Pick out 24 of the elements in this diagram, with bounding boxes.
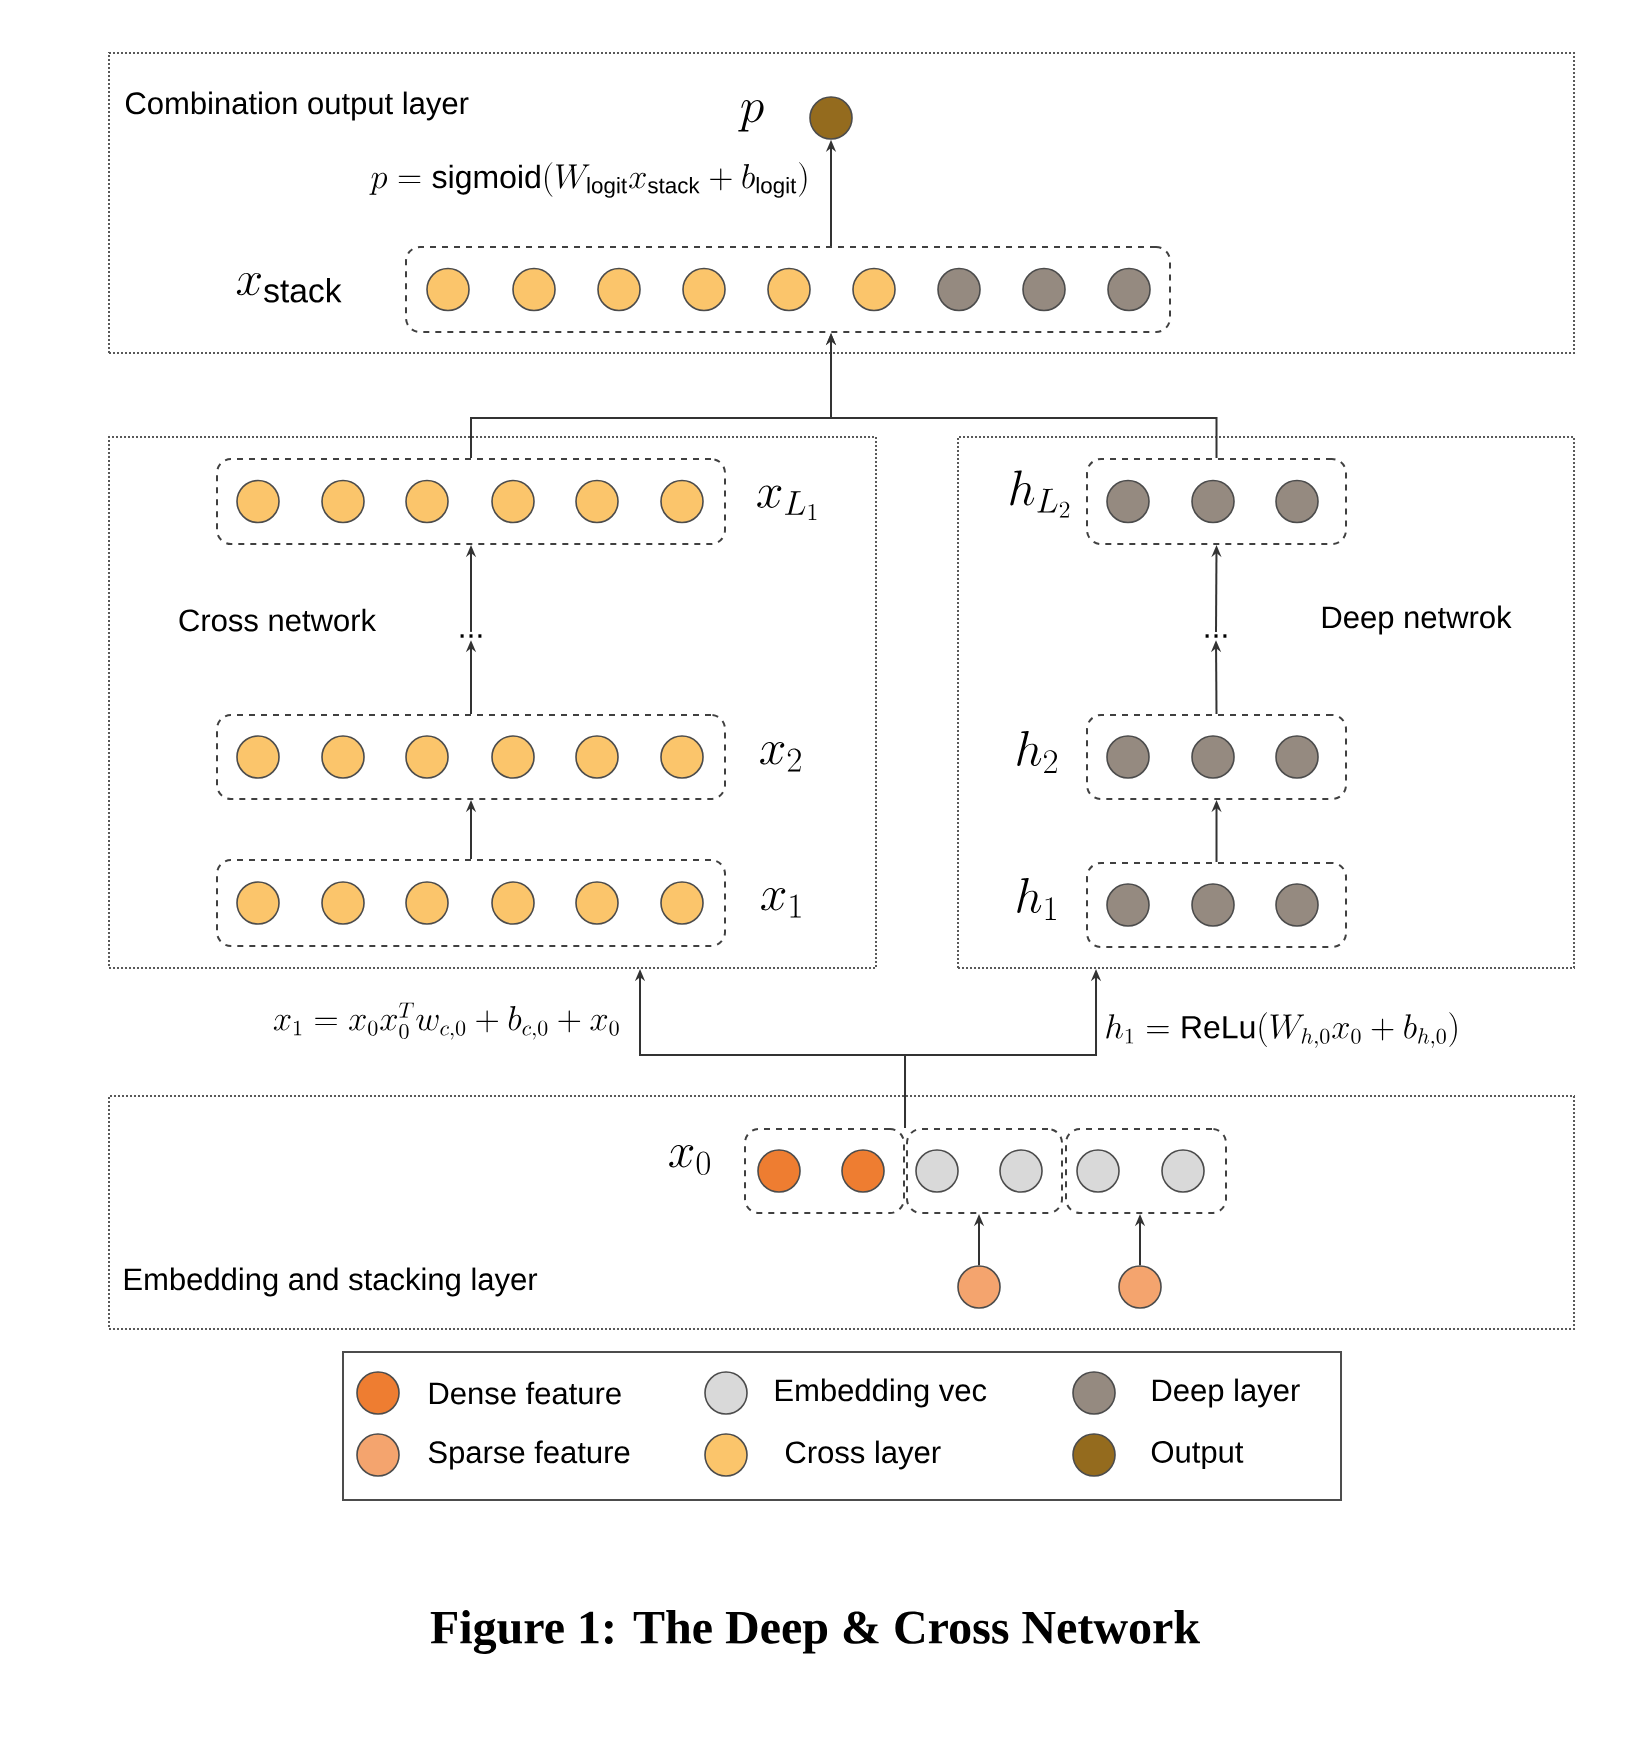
figure-caption: Figure 1: The Deep & Cross Network <box>430 1610 1200 1654</box>
edge-label: $p = \mathrm{sigmoid}(W_{\mathrm{logit}}x_{\mathrm{stack}} + b_{\mathrm{logit}})$ <box>368 160 812 200</box>
legend-label: Output <box>1151 1441 1244 1470</box>
vector-box: $x_{\mathrm{stack}}$ <box>236 246 1171 333</box>
vector-box: $x_{L_1}$ <box>216 458 817 545</box>
vector-box: $h_2$ <box>1017 714 1347 800</box>
vector-box: $h_{L_2}$ <box>1010 458 1347 545</box>
legend-label: Deep layer <box>1152 1378 1300 1408</box>
vector-box: $x_1$ <box>216 859 801 947</box>
vector-box: $x_2$ <box>216 714 801 800</box>
vector-box: $x_0$ <box>669 1128 905 1214</box>
ellipsis: ... <box>1205 634 1227 638</box>
neuron-circle <box>809 96 853 140</box>
neuron-circle <box>957 1265 1001 1309</box>
legend-label: Embedding vec <box>775 1378 987 1408</box>
ellipsis: ... <box>460 634 482 638</box>
neuron-circle <box>1118 1265 1162 1309</box>
legend-label: Dense feature <box>429 1381 621 1405</box>
vector-box: $h_1$ <box>1017 862 1347 948</box>
legend-label: Cross layer <box>786 1440 941 1470</box>
edge-label: $h_1 = \mathrm{ReLu}(W_{h,0} x_0 + b_{h,0})$ <box>1102 1010 1462 1050</box>
legend-label: Sparse feature <box>428 1440 630 1470</box>
output-label: $p$ <box>738 99 764 132</box>
edge-label: $x_1 = x_0 x_0^T w_{c,0} + b_{c,0} + x_0$ <box>270 1000 623 1042</box>
